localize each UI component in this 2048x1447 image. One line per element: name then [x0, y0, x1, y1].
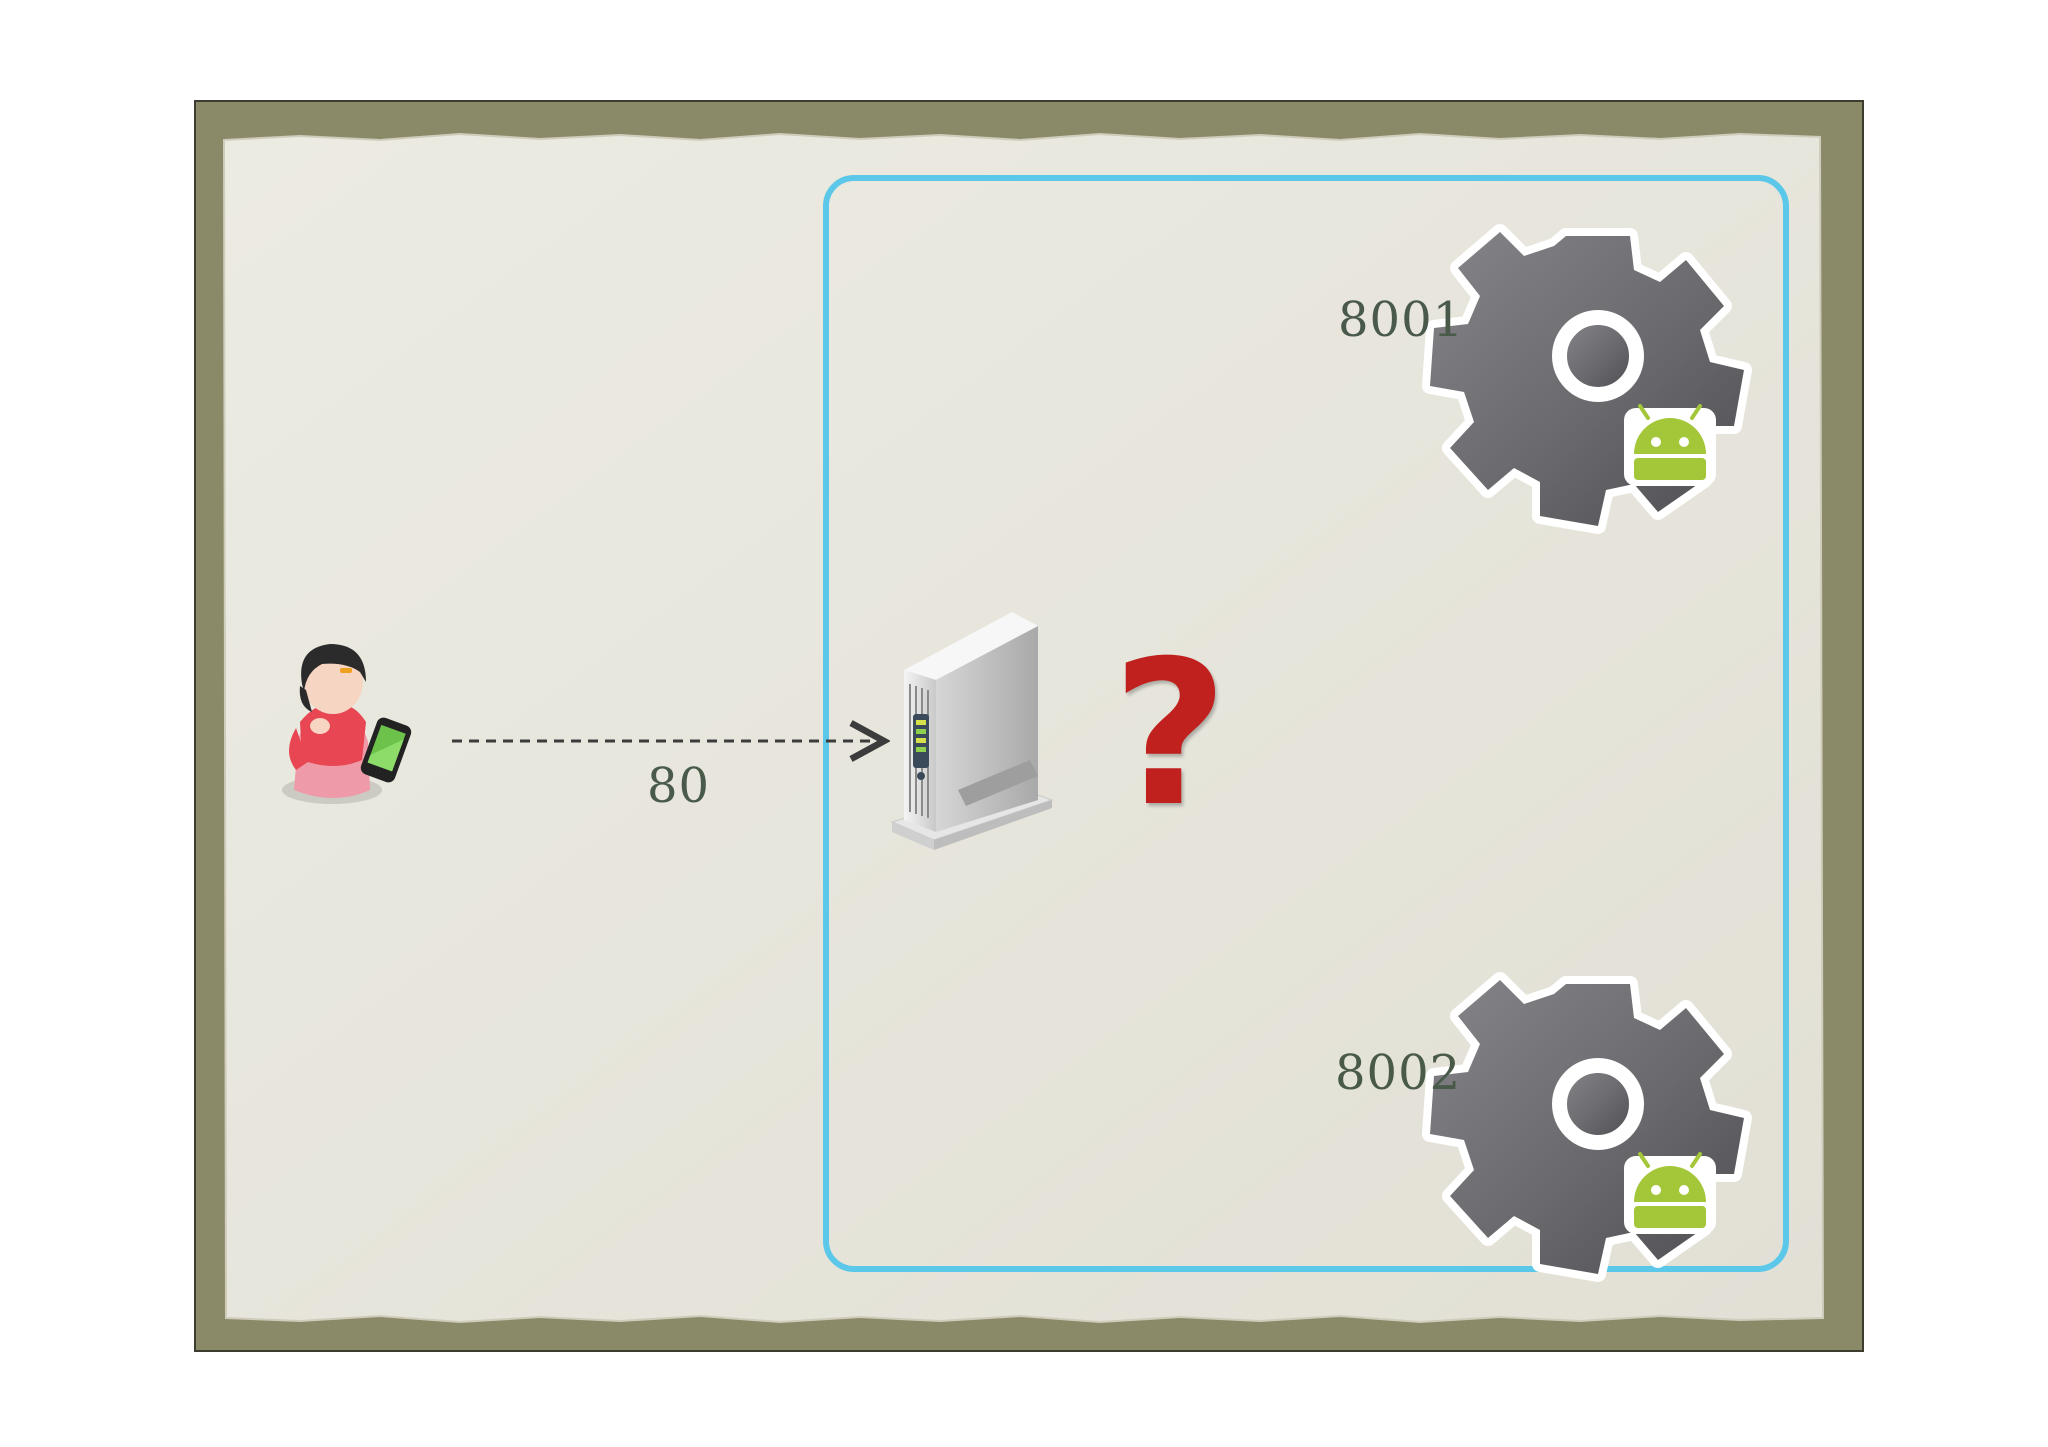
gear-android-icon-8001 [1430, 232, 1744, 526]
network-boundary [823, 175, 1789, 1272]
user-with-phone-icon [282, 644, 412, 804]
edge-label-80: 80 [647, 758, 711, 814]
question-mark: ? [1112, 618, 1229, 851]
port-label-8002: 8002 [1335, 1045, 1462, 1101]
port-label-8001: 8001 [1338, 292, 1465, 348]
gear-android-icon-8002 [1430, 980, 1744, 1274]
server-icon [890, 612, 1054, 850]
